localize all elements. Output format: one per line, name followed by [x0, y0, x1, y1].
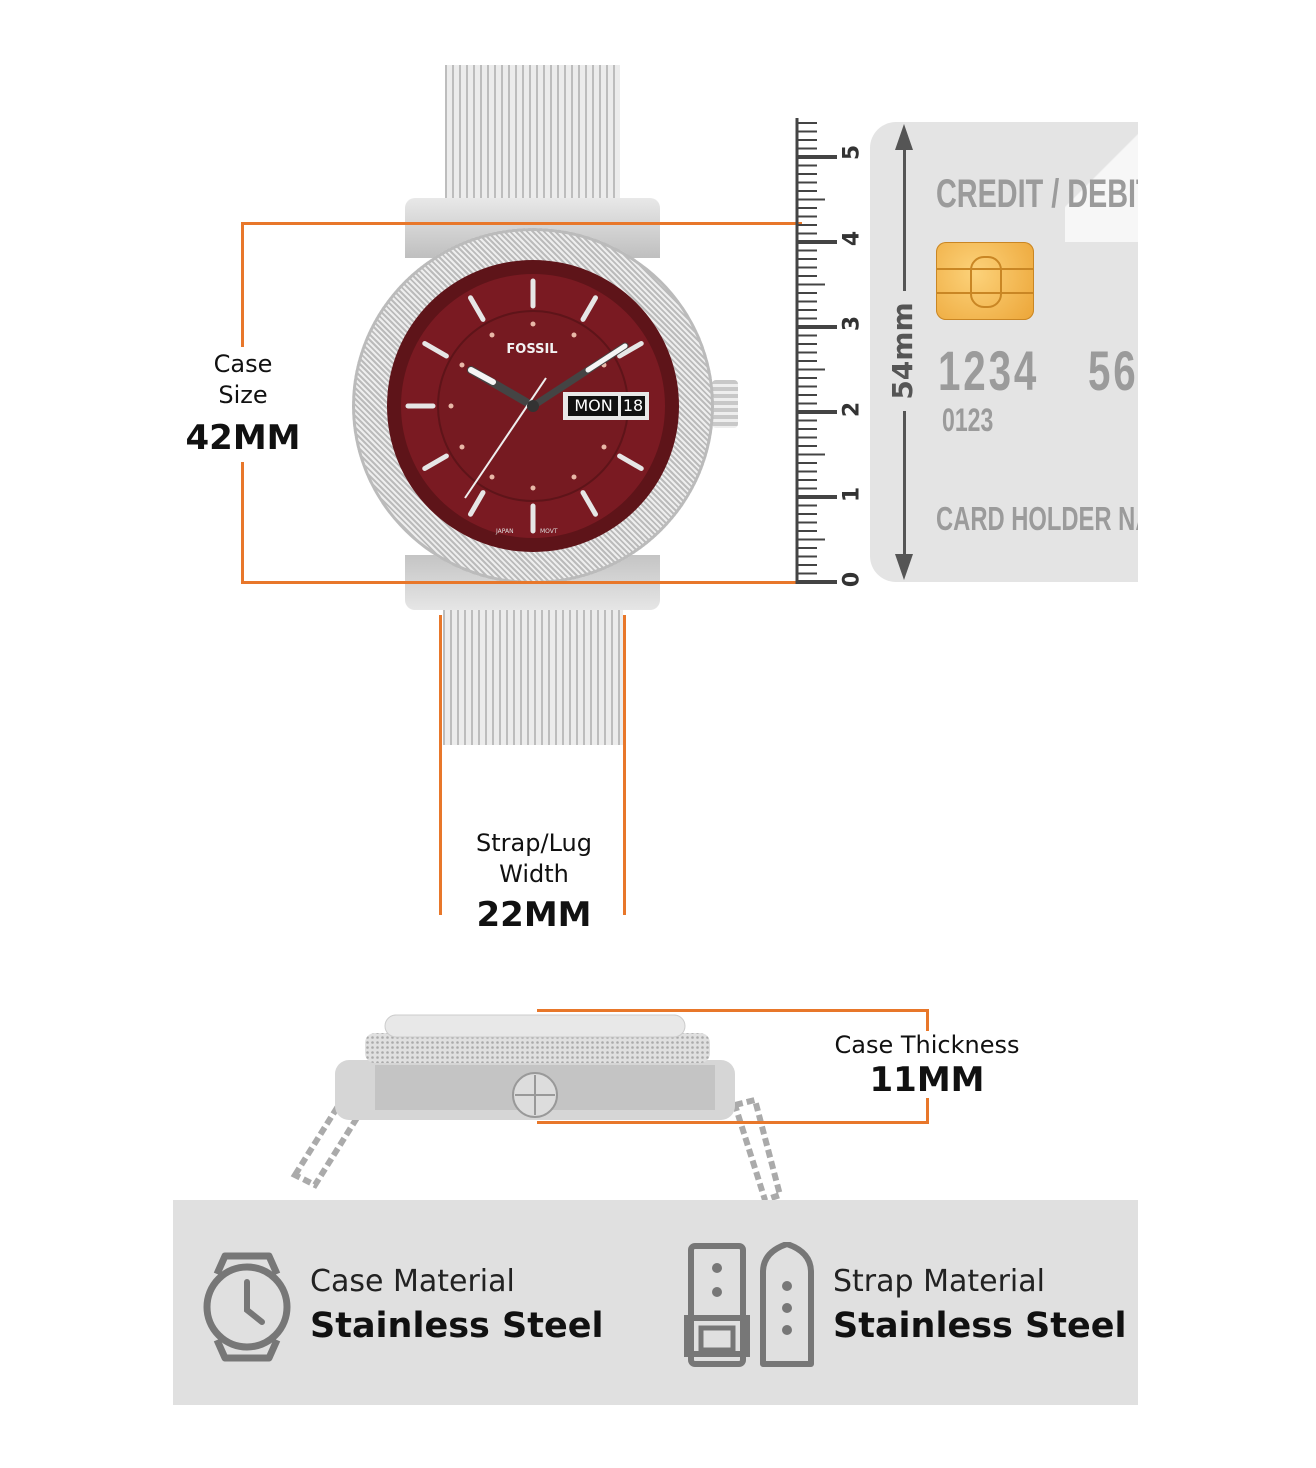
case-size-label-1: Case	[213, 350, 273, 378]
thickness-line-top	[537, 1009, 929, 1012]
case-size-line-left-bottom	[241, 462, 244, 584]
card-height-label: 54mm	[886, 291, 922, 411]
case-size-line-left-top	[241, 222, 244, 347]
dial-date: 18	[622, 396, 644, 415]
credit-card: CREDIT / DEBIT C 1234 56 0123 CARD HOLDE…	[870, 122, 1138, 582]
arrow-down-icon	[895, 554, 913, 580]
case-size-label-2: Size	[218, 381, 268, 409]
dial-brand: FOSSIL	[506, 342, 558, 357]
case-material-label: Case Material	[310, 1264, 515, 1299]
case-thickness-value: 11MM	[869, 1060, 985, 1100]
strap-material-value: Stainless Steel Mesh	[833, 1306, 1138, 1346]
watch-dial	[387, 260, 679, 552]
dial-movt: MOVT	[540, 528, 558, 535]
materials-bar: Case Material Stainless Steel Strap Mate…	[173, 1200, 1138, 1405]
thickness-line-right-top	[926, 1009, 929, 1031]
dial-day: MON	[574, 396, 613, 415]
ruler	[795, 118, 837, 584]
card-holder-name: CARD HOLDER NAME	[936, 500, 1138, 537]
strap-material-label: Strap Material	[833, 1264, 1045, 1299]
dial-japan: JAPAN	[496, 528, 514, 535]
hour-marker	[468, 295, 486, 322]
card-small-number: 0123	[942, 402, 994, 438]
ruler-number: 1	[839, 486, 865, 503]
card-number-2: 56	[1088, 339, 1138, 402]
thickness-line-right-bottom	[926, 1098, 929, 1124]
strap-width-label-2: Width	[499, 860, 569, 888]
watch-strap-bottom	[443, 610, 623, 745]
ruler-number: 5	[839, 144, 865, 161]
card-shine	[1065, 122, 1138, 242]
hour-marker	[422, 341, 449, 359]
strap-width-value: 22MM	[476, 895, 592, 935]
watch-icon	[203, 1252, 291, 1362]
hour-marker	[580, 490, 598, 517]
card-title: CREDIT / DEBIT C	[936, 172, 1138, 216]
thickness-line-bottom	[537, 1121, 929, 1124]
strap-width-line-right	[623, 615, 626, 915]
ruler-number: 3	[839, 315, 865, 332]
watch-side-view	[290, 1014, 784, 1204]
case-material-value: Stainless Steel	[310, 1306, 604, 1346]
hour-marker	[617, 341, 644, 359]
strap-width-line-left	[439, 615, 442, 915]
case-size-value: 42MM	[185, 418, 301, 458]
case-thickness-label: Case Thickness	[834, 1031, 1020, 1059]
case-size-line-top	[242, 222, 802, 225]
card-chip-icon	[936, 242, 1034, 320]
arrow-up-icon	[895, 124, 913, 150]
ruler-number: 0	[839, 571, 865, 588]
card-number-1: 1234	[938, 339, 1040, 402]
hour-marker	[580, 295, 598, 322]
case-size-line-bottom	[242, 581, 802, 584]
strap-width-label-1: Strap/Lug	[476, 829, 592, 857]
watch-strap-top	[445, 65, 620, 205]
hour-marker	[468, 490, 486, 517]
ruler-number: 4	[839, 230, 865, 247]
ruler-number: 2	[839, 401, 865, 418]
hour-marker	[617, 453, 644, 471]
watch-crown	[712, 380, 738, 428]
hour-marker	[422, 453, 449, 471]
strap-icon	[684, 1242, 814, 1367]
